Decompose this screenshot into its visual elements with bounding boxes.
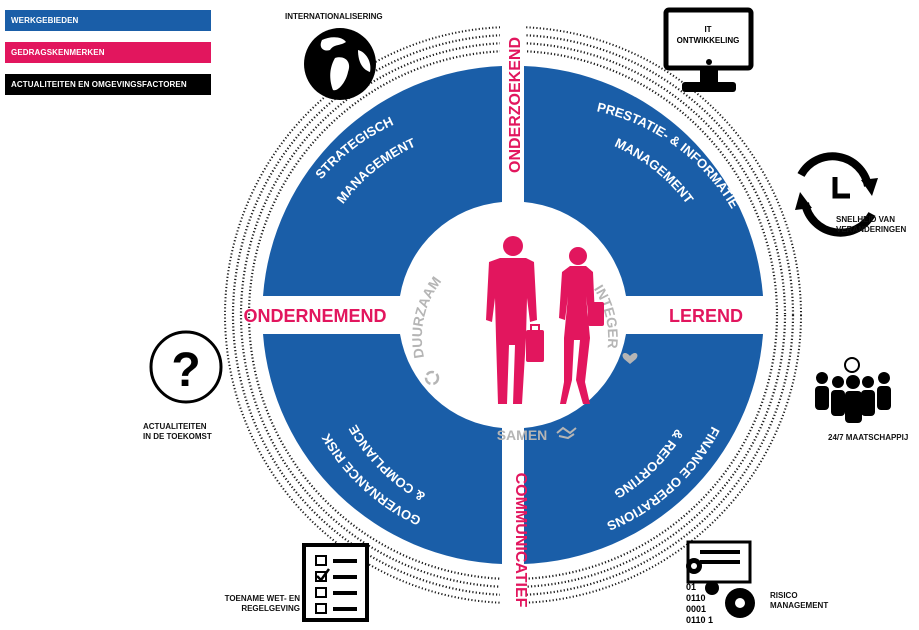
- binary-line-1: 01: [686, 582, 696, 592]
- label-actualiteiten-line2: IN DE TOEKOMST: [143, 432, 212, 441]
- label-wetgeving: TOENAME WET- EN REGELGEVING: [216, 594, 300, 614]
- binary-line-3: 0001: [686, 604, 706, 614]
- it-label-2: ONTWIKKELING: [677, 36, 740, 45]
- legend-werkgebieden: WERKGEBIEDEN: [5, 10, 211, 31]
- label-snelheid: SNELHEID VAN VERANDERINGEN: [836, 215, 906, 235]
- label-maatschappij: 24/7 MAATSCHAPPIJ: [828, 433, 909, 442]
- label-risico: RISICO MANAGEMENT: [770, 591, 828, 611]
- label-snelheid-line2: VERANDERINGEN: [836, 225, 907, 234]
- label-snelheid-line1: SNELHEID VAN: [836, 215, 895, 224]
- label-risico-line1: RISICO: [770, 591, 798, 600]
- behaviour-right: LEREND: [669, 306, 743, 326]
- business-people-icon: [486, 236, 604, 404]
- recycle-icon: [424, 370, 440, 386]
- quadrant-top-right: [524, 66, 763, 296]
- it-label-1: IT: [704, 25, 711, 34]
- handshake-icon: [556, 426, 577, 440]
- behaviour-left: ONDERNEMEND: [243, 306, 386, 326]
- binary-line-2: 0110: [686, 593, 706, 603]
- behaviour-bottom: COMMUNICATIEF: [512, 473, 529, 608]
- inner-bottom-label: SAMEN: [497, 427, 548, 443]
- binary-line-4: 0110 1: [686, 615, 713, 625]
- globe-icon: [304, 28, 376, 100]
- legend-actualiteiten: ACTUALITEITEN EN OMGEVINGSFACTOREN: [5, 74, 211, 95]
- quadrant-top-left: [263, 66, 502, 296]
- dotted-ring-1: [247, 49, 779, 581]
- legend-gedragskenmerken: GEDRAGSKENMERKEN: [5, 42, 211, 63]
- svg-text:?: ?: [171, 344, 200, 397]
- heart-icon: [622, 352, 638, 364]
- quadrants: [263, 66, 763, 564]
- people-group-icon: [815, 357, 891, 423]
- quadrant-bottom-right: [524, 334, 763, 564]
- checklist-icon: [302, 543, 369, 622]
- dotted-ring-2: [239, 41, 787, 589]
- behaviour-top: ONDERZOEKEND: [507, 37, 524, 173]
- label-internationalisering: INTERNATIONALISERING: [285, 12, 383, 21]
- label-wetgeving-line1: TOENAME WET- EN: [224, 594, 300, 603]
- label-wetgeving-line2: REGELGEVING: [241, 604, 300, 613]
- label-risico-line2: MANAGEMENT: [770, 601, 829, 610]
- risk-management-icon: [686, 540, 755, 618]
- question-icon: ?: [149, 330, 223, 404]
- label-actualiteiten: ACTUALITEITEN IN DE TOEKOMST: [143, 422, 212, 442]
- clock-refresh-icon: [795, 152, 878, 237]
- quadrant-bottom-left: [263, 334, 502, 564]
- label-actualiteiten-line1: ACTUALITEITEN: [143, 422, 207, 431]
- monitor-icon: [663, 7, 754, 92]
